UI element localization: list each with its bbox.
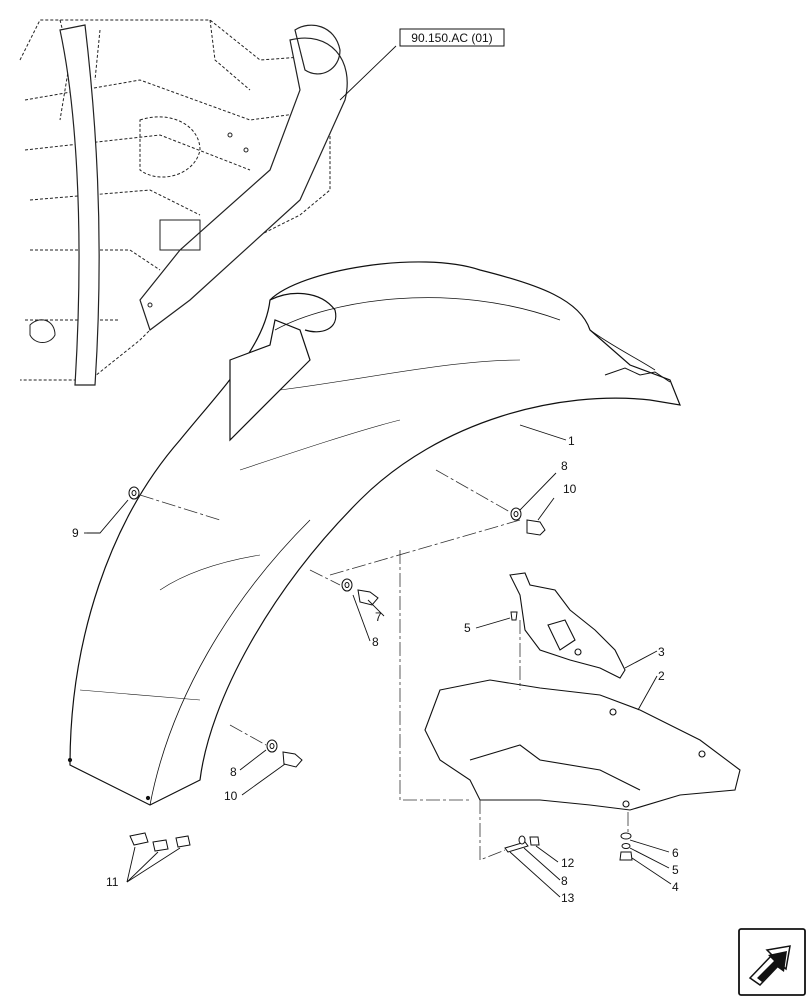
callout-9: 9 bbox=[72, 526, 79, 540]
hardware-parts bbox=[128, 486, 633, 861]
callout-4: 4 bbox=[672, 880, 679, 894]
next-page-arrow-icon[interactable] bbox=[738, 928, 806, 996]
callout-8-mid: 8 bbox=[372, 635, 379, 649]
bracket-part bbox=[509, 572, 626, 679]
callout-5-bottom: 5 bbox=[672, 863, 679, 877]
callout-8-low: 8 bbox=[230, 765, 237, 779]
clips-11 bbox=[129, 832, 191, 852]
callout-3: 3 bbox=[658, 645, 665, 659]
callout-8-bottom: 8 bbox=[561, 874, 568, 888]
nut-12 bbox=[529, 836, 540, 846]
center-lines bbox=[139, 469, 629, 861]
screw-5-top bbox=[510, 611, 518, 621]
callout-2: 2 bbox=[658, 669, 665, 683]
leader-lines bbox=[84, 45, 672, 898]
callout-1: 1 bbox=[568, 434, 575, 448]
callout-labels: 1 2 3 4 5 5 6 7 8 8 8 8 9 10 10 11 12 13 bbox=[72, 434, 679, 905]
callout-10-low: 10 bbox=[224, 789, 238, 803]
callout-12: 12 bbox=[561, 856, 575, 870]
washer-5 bbox=[621, 843, 631, 849]
lower-panel-part bbox=[424, 679, 741, 811]
callout-8-top: 8 bbox=[561, 459, 568, 473]
callout-6: 6 bbox=[672, 846, 679, 860]
bolt-10-top bbox=[526, 519, 546, 536]
bolt-7 bbox=[357, 589, 379, 606]
washer-8-top bbox=[510, 507, 522, 521]
washer-6 bbox=[620, 832, 632, 840]
reference-box bbox=[399, 28, 505, 47]
washer-8-low bbox=[266, 739, 278, 753]
callout-5-top: 5 bbox=[464, 621, 471, 635]
reference-link[interactable]: 90.150.AC (01) bbox=[399, 28, 505, 47]
nut-4 bbox=[619, 851, 633, 861]
callout-7: 7 bbox=[375, 610, 382, 624]
callout-10-top: 10 bbox=[563, 482, 577, 496]
stud-13 bbox=[504, 841, 529, 853]
reference-label[interactable]: 90.150.AC (01) bbox=[411, 31, 492, 45]
fender-assembly bbox=[67, 261, 681, 806]
bolt-10-low bbox=[282, 751, 303, 768]
callout-11: 11 bbox=[106, 875, 119, 889]
callout-13: 13 bbox=[561, 891, 575, 905]
tractor-frame-outline bbox=[19, 19, 348, 386]
washer-9 bbox=[128, 486, 140, 500]
washer-8-mid bbox=[341, 578, 353, 592]
washer-8-bottom bbox=[518, 835, 526, 845]
